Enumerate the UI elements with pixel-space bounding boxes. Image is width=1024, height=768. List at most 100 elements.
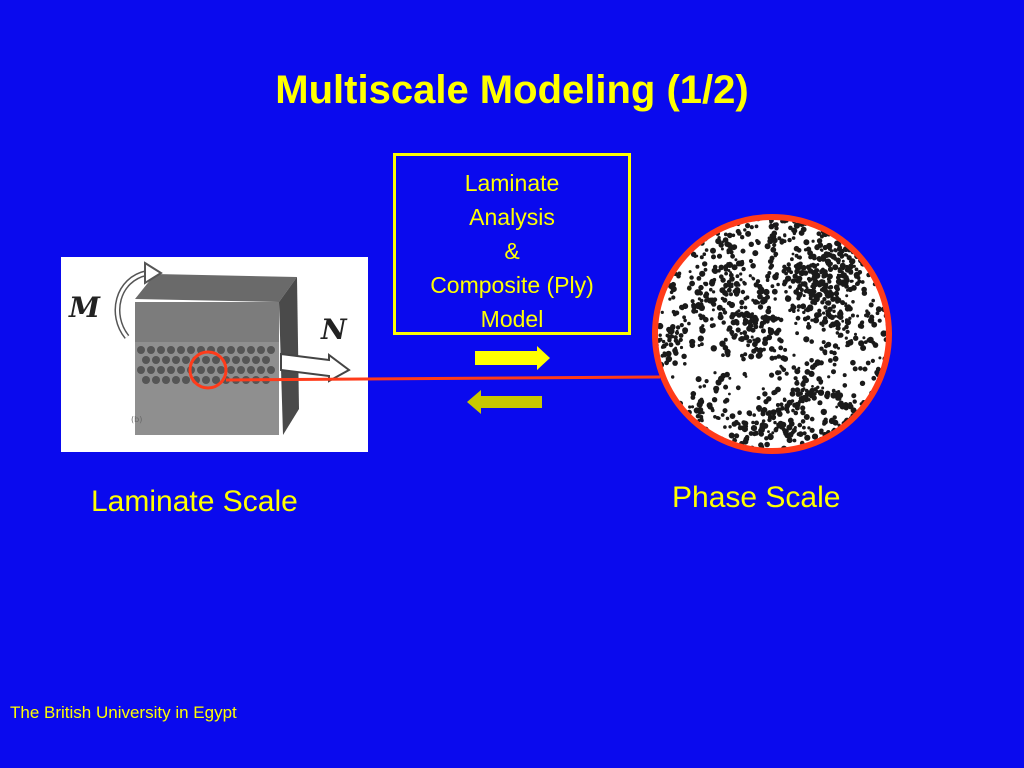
fiber-particle [676, 425, 680, 429]
fiber-particle [835, 278, 843, 285]
fiber-particle [878, 356, 882, 360]
fiber-particle [804, 369, 811, 375]
fiber-particle [827, 266, 834, 272]
fiber-particle [745, 223, 751, 229]
fiber-particle [673, 335, 678, 340]
fiber-particle [846, 217, 851, 222]
fiber-particle [709, 287, 713, 292]
fiber-particle [794, 269, 800, 275]
fiber-particle [688, 270, 692, 274]
fiber-particle [833, 248, 838, 253]
fiber-particle [801, 399, 805, 404]
fiber-particle [834, 286, 837, 290]
fiber-particle [792, 402, 798, 408]
box-line: Model [480, 306, 544, 332]
fiber-particle [869, 433, 875, 438]
fiber-particle [847, 286, 853, 293]
fiber-particle [757, 304, 764, 310]
fiber-particle [882, 405, 886, 409]
fiber-particle [803, 288, 809, 294]
fiber-particle [848, 316, 852, 320]
fiber-particle [809, 339, 814, 344]
fiber-particle [740, 248, 746, 254]
fiber-particle [760, 325, 764, 329]
fiber-particle [672, 360, 678, 366]
fiber-particle [834, 314, 837, 318]
force-label: N [320, 313, 348, 346]
fiber-particle [760, 328, 766, 334]
fiber-particle [856, 426, 864, 433]
fiber-particle [674, 429, 680, 435]
fiber-particle [857, 279, 862, 284]
fiber-particle [844, 318, 849, 322]
fiber-particle [702, 384, 707, 388]
fiber-particle [809, 358, 814, 363]
fiber-particle [777, 236, 782, 241]
fiber-particle [802, 425, 806, 430]
fiber-particle [754, 224, 759, 229]
fiber-particle [782, 264, 787, 269]
fiber-particle [877, 217, 882, 219]
fiber-particle [798, 396, 803, 400]
fiber-particle [729, 249, 734, 255]
fiber-particle [862, 336, 866, 340]
fiber-particle [717, 416, 721, 420]
fiber-particle [735, 321, 740, 326]
fiber-particle [666, 416, 671, 421]
fiber-particle [875, 409, 881, 414]
fiber-particle [749, 225, 754, 230]
fiber-particle [827, 313, 833, 319]
fiber-particle [790, 278, 796, 284]
fiber-particle [822, 297, 827, 302]
fiber-particle [802, 375, 808, 381]
fiber-particle [743, 228, 747, 232]
fiber-particle [730, 282, 734, 286]
fiber-particle [704, 379, 709, 384]
fiber-particle [816, 231, 822, 236]
fiber-particle [792, 273, 798, 279]
fiber-particle [748, 274, 752, 278]
fiber-particle [661, 269, 667, 274]
fiber-particle [702, 261, 708, 267]
fiber-particle [812, 317, 820, 324]
fiber-particle [776, 282, 780, 287]
phase-circle-border [652, 214, 892, 454]
fiber-particle [813, 392, 817, 396]
fiber-particle [802, 431, 807, 436]
fiber-particle [812, 255, 817, 261]
fiber-particle [804, 361, 810, 367]
fiber-particle [791, 408, 795, 413]
fiber-particle [671, 295, 676, 300]
fiber-particle [699, 414, 704, 419]
fiber-particle [800, 226, 807, 233]
fiber-particle [852, 366, 858, 372]
fiber-particle [794, 321, 798, 325]
fiber-particle [776, 354, 782, 359]
fiber-particle [828, 289, 833, 294]
fiber-particle [777, 201, 781, 205]
fiber-particle [699, 397, 704, 402]
fiber-particle [798, 207, 801, 210]
fiber-particle [757, 348, 762, 354]
fiber-particle [832, 350, 837, 356]
fiber-particle [807, 250, 813, 256]
fiber-particle [690, 405, 695, 409]
fiber-particle [816, 238, 823, 244]
fiber-particle [830, 249, 834, 253]
fiber-particle [807, 398, 811, 402]
fiber-particle [655, 436, 660, 441]
fiber-particle [671, 413, 679, 420]
fiber-particle [760, 428, 765, 433]
fiber-particle [886, 259, 889, 263]
fiber-particle [788, 193, 793, 198]
fiber-particle [817, 389, 825, 396]
fiber-particle [786, 454, 791, 459]
fiber-particle [699, 270, 706, 277]
fiber-particle [874, 396, 882, 403]
fiber-particle [803, 336, 810, 343]
fiber-particle [719, 340, 726, 347]
fiber-particle [795, 391, 801, 397]
fiber-particle [761, 387, 765, 391]
fiber-particle [828, 243, 832, 247]
fiber-particle [845, 340, 849, 344]
